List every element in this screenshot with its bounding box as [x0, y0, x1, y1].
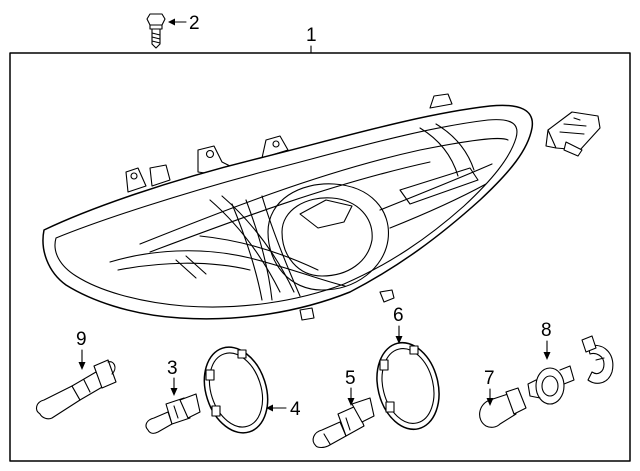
- bolt-part: [146, 13, 166, 49]
- headlamp-housing: [42, 93, 534, 321]
- callout-2: 2: [189, 13, 200, 34]
- callout-5: 5: [345, 368, 356, 389]
- assembly-frame: [9, 52, 631, 462]
- arrow-8: [543, 352, 551, 360]
- dust-cover-part-6: [376, 341, 440, 431]
- arrow-6: [395, 336, 403, 344]
- dust-cover-part-4: [203, 346, 269, 434]
- small-bulb-part-7: [479, 387, 527, 428]
- headlamp-bracket: [545, 111, 601, 157]
- arrow-9: [78, 362, 86, 370]
- socket-part-8: [527, 365, 575, 405]
- callout-8: 8: [541, 320, 552, 341]
- arrow-5: [347, 398, 355, 406]
- hid-bulb-part: [35, 359, 117, 420]
- halogen-bulb-part-3: [145, 393, 201, 434]
- halogen-bulb-part-5: [312, 397, 375, 449]
- callout-9: 9: [76, 329, 87, 350]
- arrow-7: [486, 398, 494, 406]
- callout-1: 1: [306, 25, 317, 46]
- callout-7: 7: [484, 368, 495, 389]
- callout-4: 4: [290, 399, 301, 420]
- socket-clip-part: [581, 335, 614, 384]
- arrow-4: [266, 404, 273, 412]
- callout-3: 3: [167, 358, 178, 379]
- callout-6: 6: [393, 305, 404, 326]
- arrow-2: [168, 18, 175, 26]
- arrow-3: [170, 388, 178, 396]
